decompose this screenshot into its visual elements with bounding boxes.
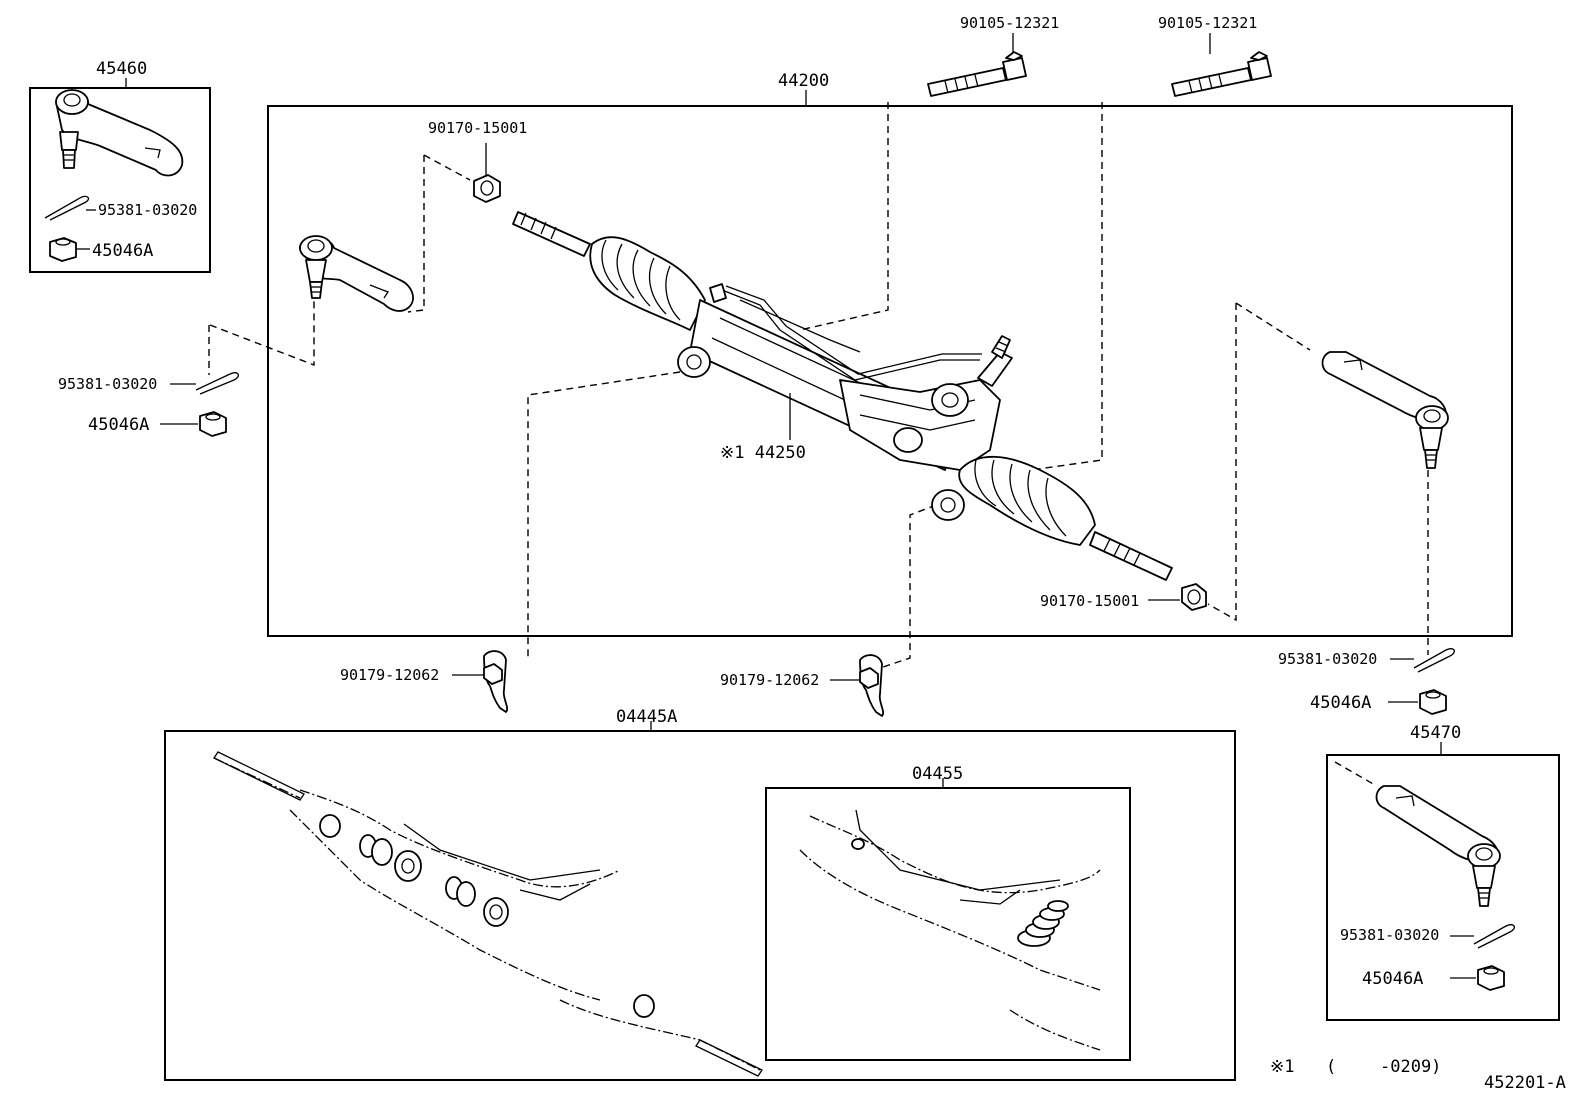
label-cotter-pin-left: 95381-03020: [58, 375, 157, 393]
label-bracket-right: 90179-12062: [720, 671, 819, 689]
bracket-right-icon: [830, 654, 884, 717]
nut-upper-icon: [473, 143, 501, 203]
bolt-left-icon: [927, 33, 1027, 97]
cotter-pin-box-lh-icon: [44, 195, 96, 221]
footnote-mark: ※1: [1270, 1057, 1294, 1077]
tie-rod-end-lh-box: [29, 87, 211, 273]
label-nut-box-lh: 45046A: [92, 241, 153, 261]
bolt-right-icon: [1171, 33, 1272, 97]
footnote-open: (: [1326, 1057, 1336, 1077]
label-bolt-left: 90105-12321: [960, 14, 1059, 32]
label-tie-rod-end-rh: 45470: [1410, 723, 1461, 743]
label-cotter-pin-right: 95381-03020: [1278, 650, 1377, 668]
nut-lower-icon: [1148, 583, 1207, 611]
cotter-pin-box-rh-icon: [1450, 924, 1515, 949]
label-nut-lower: 90170-15001: [1040, 592, 1139, 610]
label-nut-box-rh: 45046A: [1362, 969, 1423, 989]
nut-box-rh-icon: [1450, 965, 1505, 991]
label-steering-assy: 44200: [778, 71, 829, 91]
cotter-pin-right-icon: [1390, 648, 1455, 673]
steering-assy-box: [267, 105, 1513, 637]
tie-rod-end-right-icon: [1321, 351, 1449, 469]
diagram-code: 452201-A: [1484, 1073, 1566, 1093]
label-nut-left: 45046A: [88, 415, 149, 435]
bracket-left-icon: [452, 650, 508, 713]
label-nut-upper: 90170-15001: [428, 119, 527, 137]
tie-rod-end-left-icon: [299, 235, 414, 312]
label-seal-kit: 04455: [912, 764, 963, 784]
tie-rod-end-lh-icon: [55, 89, 184, 177]
label-bolt-right: 90105-12321: [1158, 14, 1257, 32]
cotter-pin-left-icon: [170, 372, 239, 395]
seal-spring-icon: [1017, 900, 1069, 947]
gasket-kit-box: [164, 730, 1236, 1081]
label-cotter-pin-box-rh: 95381-03020: [1340, 926, 1439, 944]
label-bracket-left: 90179-12062: [340, 666, 439, 684]
label-tie-rod-end-lh: 45460: [96, 59, 147, 79]
label-rack-housing: ※1 44250: [720, 443, 806, 463]
seal-kit-illustration: [799, 809, 1101, 1051]
label-cotter-pin-box-lh: 95381-03020: [98, 201, 197, 219]
label-nut-right: 45046A: [1310, 693, 1371, 713]
tie-rod-end-rh-icon: [1375, 785, 1501, 907]
footnote-range: -0209): [1380, 1057, 1441, 1077]
tie-rod-end-rh-box: [1326, 754, 1560, 1021]
nut-left-icon: [160, 411, 227, 437]
label-gasket-kit: 04445A: [616, 707, 677, 727]
seal-kit-box: [765, 787, 1131, 1061]
gasket-kit-illustration: [213, 751, 763, 1077]
nut-box-lh-icon: [49, 237, 90, 262]
steering-rack-icon: [512, 211, 1173, 581]
nut-right-icon: [1388, 689, 1447, 715]
